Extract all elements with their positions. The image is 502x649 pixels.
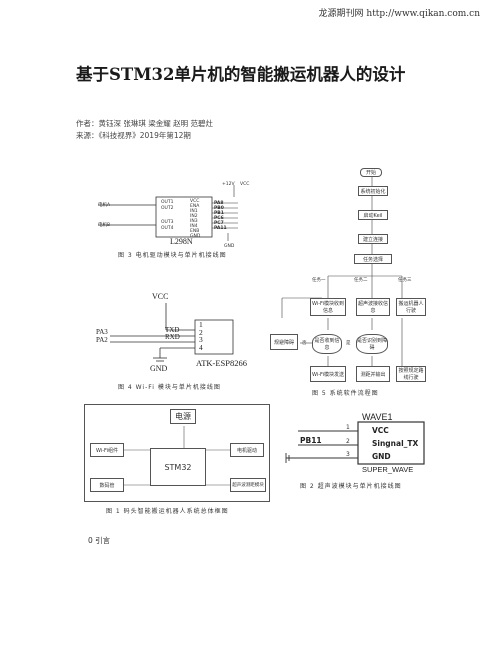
fig2-num-3: 3 — [346, 451, 350, 458]
figure-3-diagram — [98, 185, 238, 241]
figure-4-diagram — [110, 303, 234, 362]
flow-init: 系统初始化 — [358, 186, 388, 196]
flow-ultrasonic-receive: 超声波接收信息 — [356, 298, 390, 316]
fig3-out4: OUT4 — [161, 226, 174, 231]
flow-start: 开始 — [360, 168, 382, 177]
fig3-out3: OUT3 — [161, 220, 174, 225]
flow-follow-route: 按照规定路线行驶 — [396, 366, 426, 382]
fig1-display: 数码管 — [90, 478, 124, 492]
fig1-frame — [84, 404, 270, 502]
flow-connect: 建立连接 — [358, 234, 388, 244]
fig3-vcc: VCC — [240, 182, 250, 187]
fig4-gnd: GND — [150, 364, 168, 373]
fig4-caption: 图 4 Wi-Fi 模块与单片机接线图 — [118, 384, 221, 391]
article-title: 基于STM32单片机的智能搬运机器人的设计 — [76, 65, 406, 84]
flow-decision-received: 是否收到信息 — [312, 334, 342, 354]
flow-wifi-send: Wi-Fi模块发送 — [310, 366, 346, 382]
flow-yes: 是 — [346, 341, 351, 346]
fig3-gnd: GND — [224, 244, 235, 249]
fig1-ultrasonic: 超声波测距模块 — [230, 478, 266, 492]
flow-branch-1: 任务一 — [312, 278, 326, 283]
fig4-txd: TXD — [165, 326, 180, 334]
fig3-plus12v: +12V — [222, 182, 235, 187]
fig2-port: PB11 — [300, 436, 322, 445]
article-source: 来源：《科技视界》2019年第12期 — [76, 131, 191, 140]
figure-2-diagram — [285, 421, 425, 465]
fig3-out1: OUT1 — [161, 200, 174, 205]
flow-branch-3: 任务三 — [398, 278, 412, 283]
site-header: 龙源期刊网 http://www.qikan.com.cn — [318, 9, 480, 19]
intro-heading: 0 引言 — [88, 536, 111, 545]
fig3-caption: 图 3 电机驱动模块与单片机接线图 — [118, 252, 227, 259]
fig2-num-1: 1 — [346, 424, 350, 431]
fig1-power: 电源 — [170, 409, 196, 424]
fig1-mcu: STM32 — [150, 448, 206, 486]
article-authors: 作者：黄钰深 张琳琪 梁金耀 赵明 范碧灶 — [76, 119, 214, 128]
flow-decision-obstacle: 是否识别到障碍 — [356, 334, 388, 354]
fig4-rxd: RXD — [165, 333, 180, 341]
fig5-caption: 图 5 系统软件流程图 — [312, 390, 379, 397]
fig4-module: ATK-ESP8266 — [196, 358, 248, 368]
flow-wifi-receive: Wi-Fi模块收到信息 — [310, 298, 346, 316]
flow-task-select: 任务选择 — [354, 254, 392, 264]
flow-robot-drive: 搬运机器人行驶 — [396, 298, 426, 316]
figure-5-flowchart — [281, 176, 403, 368]
fig2-module: WAVE1 — [362, 412, 393, 422]
flow-branch-2: 任务二 — [354, 278, 368, 283]
fig4-pa2: PA2 — [96, 336, 108, 344]
fig2-footer: SUPER_WAVE — [362, 465, 414, 474]
fig2-vcc: VCC — [372, 426, 389, 435]
fig2-caption: 图 2 超声波模块与单片机接线图 — [300, 483, 402, 490]
flow-keil: 启动Keil — [358, 210, 388, 220]
fig1-wifi: Wi-Fi组件 — [90, 443, 124, 457]
fig4-pa3: PA3 — [96, 328, 108, 336]
fig3-left-label-2: 电机B — [98, 223, 111, 228]
fig1-caption: 图 1 码头智能搬运机器人系统总体框图 — [106, 508, 229, 515]
fig3-left-label-1: 电机A — [98, 203, 111, 208]
fig2-gnd: GND — [372, 452, 391, 461]
flow-no: 否 — [302, 341, 307, 346]
fig2-signal: Singnal_TX — [372, 439, 419, 448]
fig1-connectors — [124, 426, 230, 486]
fig2-num-2: 2 — [346, 438, 350, 445]
flow-measure: 测距并输出 — [356, 366, 390, 382]
flow-avoid: 规避障碍 — [270, 334, 298, 350]
fig1-motor: 电机驱动 — [230, 443, 264, 457]
fig3-out2: OUT2 — [161, 206, 174, 211]
fig4-vcc: VCC — [152, 292, 169, 301]
fig3-chip: L298N — [170, 237, 193, 246]
